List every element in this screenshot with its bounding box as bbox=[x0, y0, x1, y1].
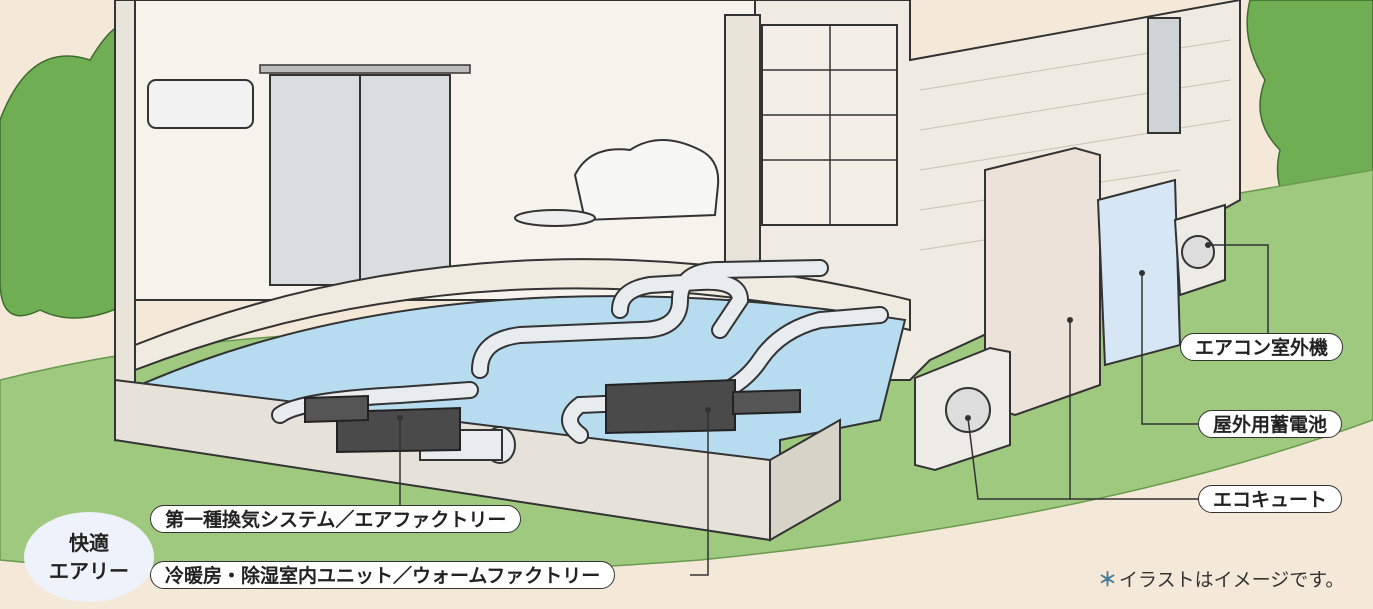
foundation-right bbox=[769, 418, 841, 542]
exterior-window bbox=[1147, 17, 1181, 134]
comfort-airy-badge: 快適 エアリー bbox=[24, 512, 154, 602]
badge-line-2: エアリー bbox=[49, 559, 129, 583]
illustration-note: ＊イラストはイメージです。 bbox=[1098, 565, 1344, 592]
note-text: イラストはイメージです。 bbox=[1119, 569, 1345, 591]
coffee-table bbox=[514, 209, 596, 227]
indoor-ac-unit bbox=[147, 79, 254, 129]
label-outdoor-ac-unit: エアコン室外機 bbox=[1180, 333, 1344, 361]
label-eco-cute: エコキュート bbox=[1198, 485, 1343, 513]
partition-wall bbox=[724, 14, 761, 276]
label-outdoor-battery: 屋外用蓄電池 bbox=[1198, 410, 1343, 438]
outdoor-battery-unit bbox=[1096, 178, 1182, 367]
asterisk-icon: ＊ bbox=[1098, 569, 1118, 591]
ventilation-aux-box bbox=[304, 394, 369, 424]
label-ventilation-system: 第一種換気システム／エアファクトリー bbox=[150, 505, 522, 533]
heating-unit bbox=[605, 378, 736, 435]
heating-aux-box bbox=[732, 388, 801, 416]
badge-line-1: 快適 bbox=[69, 531, 109, 555]
bookshelf-dividers bbox=[762, 25, 897, 225]
house-left-wall bbox=[114, 0, 136, 442]
curtain-rod bbox=[259, 64, 471, 74]
label-heating-cooling-unit: 冷暖房・除湿室内ユニット／ウォームファクトリー bbox=[150, 561, 616, 589]
leader-dots bbox=[397, 242, 1211, 421]
sofa bbox=[573, 139, 720, 222]
